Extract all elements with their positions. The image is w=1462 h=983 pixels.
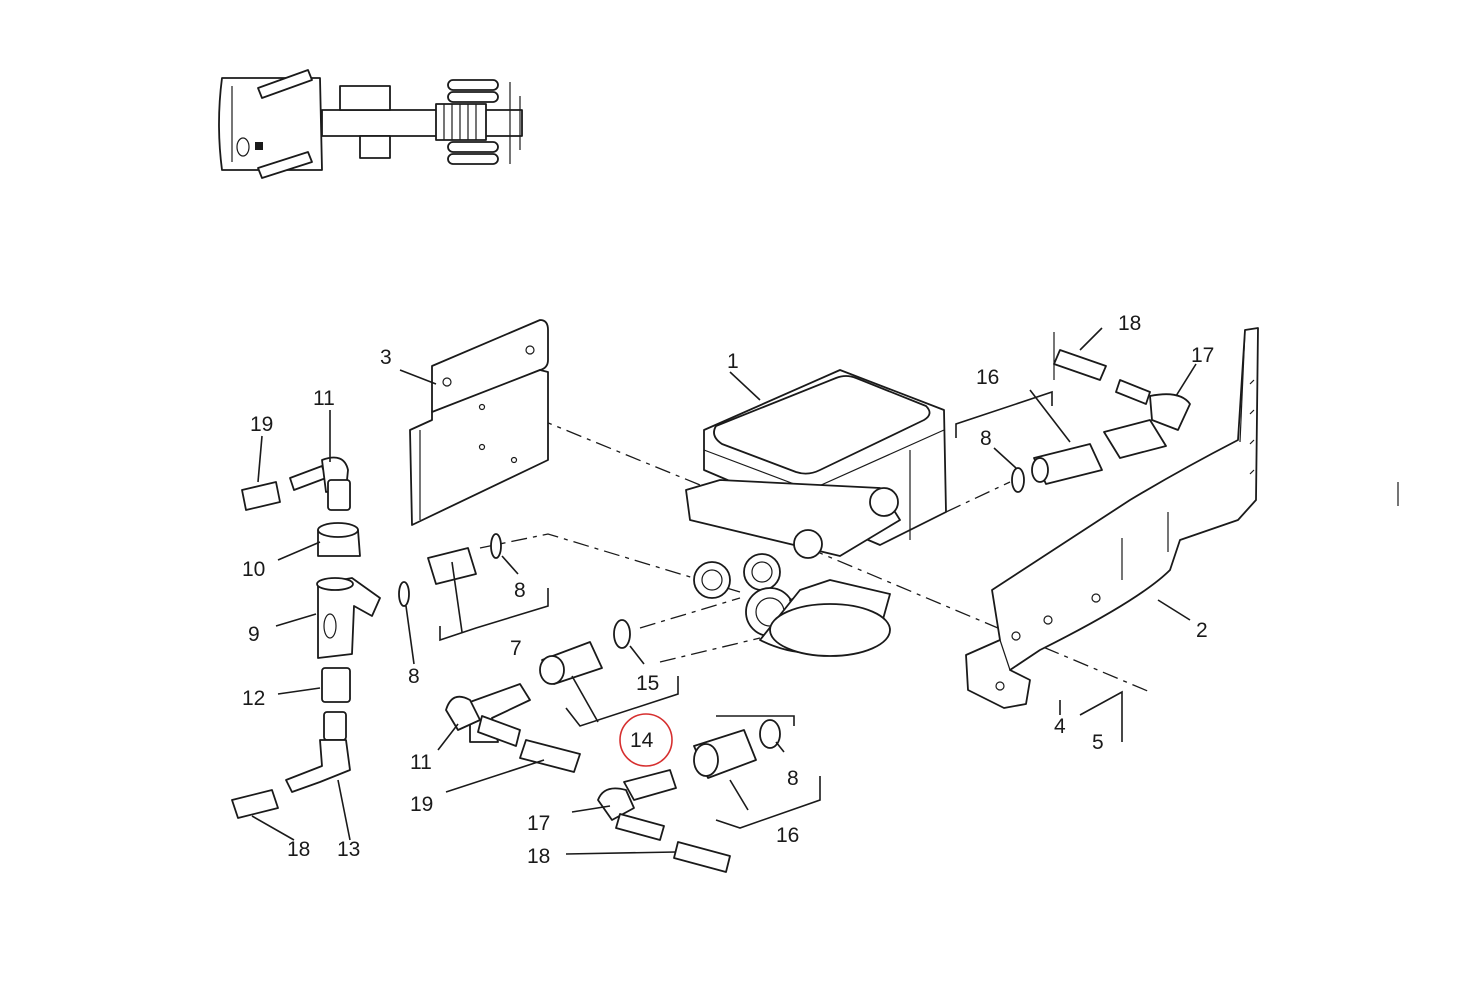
left-fittings [231,456,502,819]
callout-8: 8 [514,579,526,602]
callout-16: 16 [776,824,799,847]
callout-8: 8 [980,427,992,450]
right-fittings [1011,332,1191,493]
callout-1: 1 [727,350,739,373]
callout-18: 18 [287,838,310,861]
callout-11: 11 [410,751,432,774]
callout-4: 4 [1054,715,1066,738]
callout-17: 17 [527,812,550,835]
callout-15: 15 [636,672,659,695]
leader-lines [251,327,1197,855]
callout-16: 16 [976,366,999,389]
callout-labels: 1 2 3 4 5 7 8 8 8 8 9 10 11 11 12 13 14 … [242,312,1214,868]
callout-8: 8 [408,665,420,688]
callout-7: 7 [510,637,522,660]
callout-14: 14 [630,729,654,752]
highlight-circle [619,713,673,767]
callout-18: 18 [527,845,550,868]
support-bracket [965,327,1259,709]
callout-11: 11 [313,387,335,410]
mounting-plate [409,319,549,526]
callout-12: 12 [242,687,265,710]
locator-marker-icon [255,142,263,150]
callout-19: 19 [250,413,273,436]
callout-2: 2 [1196,619,1208,642]
callout-3: 3 [380,346,392,369]
callout-17: 17 [1191,344,1214,367]
vehicle-locator-thumbnail [218,69,523,179]
callout-19: 19 [410,793,433,816]
callout-10: 10 [242,558,265,581]
callout-5: 5 [1092,731,1104,754]
centre-fittings [445,619,781,873]
callout-18: 18 [1118,312,1141,335]
valve-modulator [685,369,947,657]
callout-9: 9 [248,623,260,646]
callout-8: 8 [787,767,799,790]
callout-13: 13 [337,838,360,861]
